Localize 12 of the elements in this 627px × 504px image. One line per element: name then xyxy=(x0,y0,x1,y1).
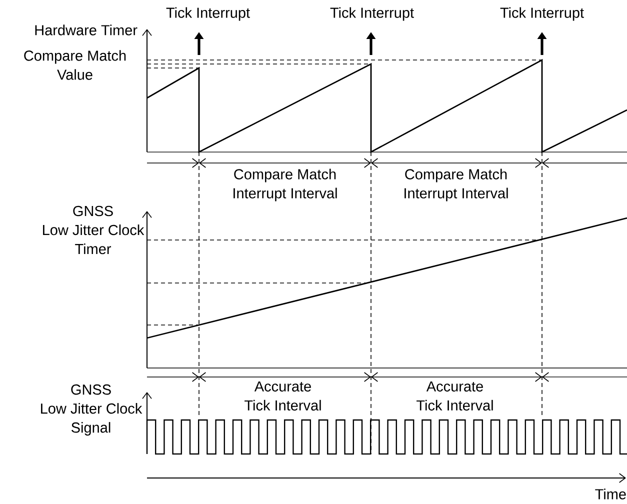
interval-label: Accurate Tick Interval xyxy=(416,381,493,411)
axis-label: Hardware Timer xyxy=(35,24,138,36)
event-label: Tick Interrupt xyxy=(500,7,584,21)
axis-label: GNSS Low Jitter Clock Signal xyxy=(41,384,142,436)
value-label: Compare Match Value xyxy=(24,50,126,80)
interval-label: Accurate Tick Interval xyxy=(244,381,321,411)
interval-label: Compare Match Interrupt Interval xyxy=(234,168,337,202)
axis-label: Time xyxy=(595,488,626,500)
event-label: Tick Interrupt xyxy=(330,7,414,21)
axis-label: GNSS Low Jitter Clock Timer xyxy=(43,206,144,254)
event-label: Tick Interrupt xyxy=(166,7,250,21)
interval-label: Compare Match Interrupt Interval xyxy=(404,168,508,202)
